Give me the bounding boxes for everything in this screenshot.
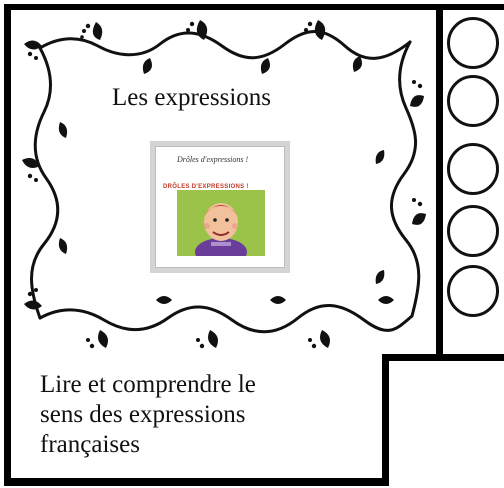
card-border-inner-bottom (382, 354, 504, 361)
checkbox-circle-4[interactable] (447, 205, 499, 257)
cover-subtitle: DRÔLES D'EXPRESSIONS ! (163, 184, 249, 190)
card-description: Lire et comprendre le sens des expressio… (40, 370, 340, 460)
cover-illustration (177, 190, 265, 256)
card-border-inner-left (382, 354, 389, 486)
checkbox-circle-1[interactable] (447, 17, 499, 69)
book-cover-image: Drôles d'expressions ! DRÔLES D'EXPRESSI… (150, 141, 290, 273)
checkbox-circle-5[interactable] (447, 265, 499, 317)
card-border-bottom (4, 478, 389, 486)
card-border-left (4, 4, 11, 486)
card-border-divider (436, 4, 443, 360)
cover-heading: Drôles d'expressions ! (177, 155, 249, 164)
card-title: Les expressions (112, 84, 271, 111)
checkbox-circle-2[interactable] (447, 75, 499, 127)
description-line: sens des expressions (40, 401, 246, 428)
description-line: Lire et comprendre le (40, 371, 256, 398)
description-line: françaises (40, 431, 140, 458)
checkbox-circle-3[interactable] (447, 143, 499, 195)
card-border-top (4, 4, 504, 10)
